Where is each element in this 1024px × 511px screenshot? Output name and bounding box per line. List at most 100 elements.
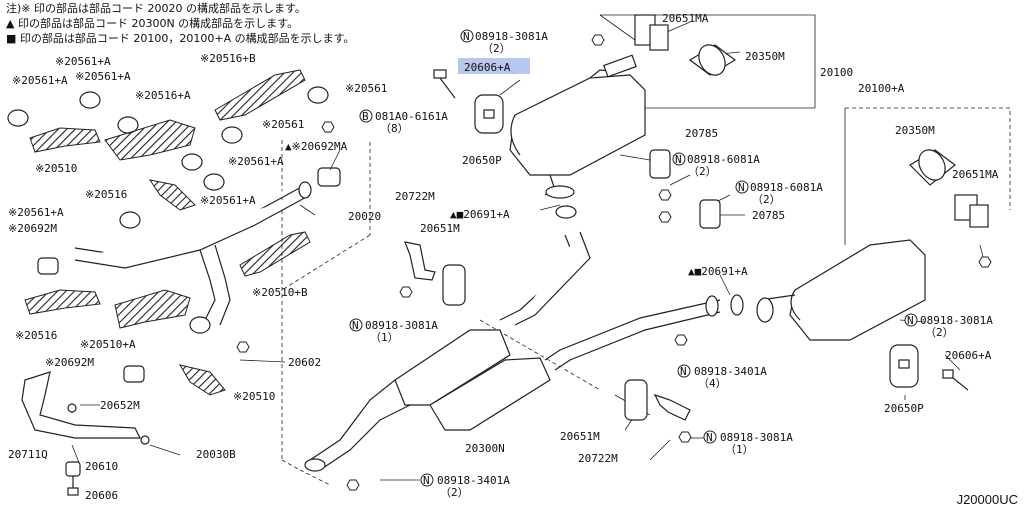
svg-text:N: N [463, 30, 470, 43]
label-20020[interactable]: 20020 [348, 210, 381, 223]
symbol-circles [349, 29, 918, 487]
label-08918-3081A[interactable]: 08918-3081A [920, 314, 993, 327]
svg-text:N: N [907, 314, 914, 327]
clamps-20561 [7, 86, 329, 229]
label-20692M[interactable]: ※20692M [45, 356, 94, 369]
rubber-mount-20650P-top [474, 94, 504, 134]
label-20722M[interactable]: 20722M [578, 452, 618, 465]
label-08918-3401A[interactable]: 08918-3401A [694, 365, 767, 378]
label-08918-6081A[interactable]: 08918-6081A [750, 181, 823, 194]
label-20651M[interactable]: 20651M [560, 430, 600, 443]
label-20602[interactable]: 20602 [288, 356, 321, 369]
label-20785[interactable]: 20785 [685, 127, 718, 140]
label-20516[interactable]: ※20516 [85, 188, 127, 201]
label-20785[interactable]: 20785 [752, 209, 785, 222]
note-line-3: ■ 印の部品は部品コード 20100，20100+A の構成部品を示します。 [6, 32, 355, 45]
label-20350M[interactable]: 20350M [895, 124, 935, 137]
part-labels: 20651MA 08918-3081A （2） 20606+A 20350M 2… [8, 12, 999, 502]
svg-text:N: N [680, 365, 687, 378]
label-20510A[interactable]: ※20510+A [80, 338, 136, 351]
label-20516B[interactable]: ※20516+B [200, 52, 256, 65]
label-20510[interactable]: ※20510 [233, 390, 275, 403]
label-20691A[interactable]: ▲■20691+A [688, 265, 748, 278]
svg-text:N: N [352, 319, 359, 332]
bracket-20722M-a [404, 241, 436, 281]
label-20711Q[interactable]: 20711Q [8, 448, 48, 461]
label-20650P[interactable]: 20650P [884, 402, 924, 415]
svg-text:N: N [675, 153, 682, 166]
label-20100A[interactable]: 20100+A [858, 82, 905, 95]
label-08918-3081A[interactable]: 08918-3081A [365, 319, 438, 332]
hanger-20785-b [699, 199, 721, 229]
muffler-tip-left [688, 44, 737, 76]
label-08918-6081A[interactable]: 08918-6081A [687, 153, 760, 166]
label-20722M[interactable]: 20722M [395, 190, 435, 203]
label-08918-3401A[interactable]: 08918-3401A [437, 474, 510, 487]
label-20510[interactable]: ※20510 [35, 162, 77, 175]
label-20561A[interactable]: ※20561+A [75, 70, 131, 83]
front-pipe-20020 [74, 181, 312, 334]
nuts [236, 34, 992, 491]
heat-shields [24, 69, 311, 396]
label-20510B[interactable]: ※20510+B [252, 286, 308, 299]
label-20561A[interactable]: ※20561+A [8, 206, 64, 219]
svg-text:（4）: （4） [698, 377, 727, 390]
label-20516[interactable]: ※20516 [15, 329, 57, 342]
main-muffler-20100 [509, 54, 646, 199]
label-20691A[interactable]: ▲■20691+A [450, 208, 510, 221]
svg-text:（2）: （2） [688, 165, 717, 178]
label-20516A[interactable]: ※20516+A [135, 89, 191, 102]
label-20350M[interactable]: 20350M [745, 50, 785, 63]
svg-text:（1）: （1） [725, 443, 754, 456]
rubber-mount-20650P-bottom [889, 344, 919, 388]
label-20561[interactable]: ※20561 [345, 82, 387, 95]
label-20030B[interactable]: 20030B [196, 448, 236, 461]
label-20610[interactable]: 20610 [85, 460, 118, 473]
muffler-20100A [756, 239, 926, 341]
label-20651MA[interactable]: 20651MA [662, 12, 709, 25]
svg-text:（2）: （2） [752, 193, 781, 206]
svg-text:B: B [362, 110, 369, 123]
svg-text:（1）: （1） [370, 331, 399, 344]
gaskets [37, 167, 744, 383]
catalog-code: J20000UC [956, 492, 1018, 507]
svg-text:（2）: （2） [440, 486, 469, 499]
label-20561A[interactable]: ※20561+A [200, 194, 256, 207]
label-20561A[interactable]: ※20561+A [55, 55, 111, 68]
label-08918-3081A[interactable]: 08918-3081A [475, 30, 548, 43]
bracket-20722M-b [653, 393, 691, 421]
hanger-20651MA-right [954, 194, 989, 228]
support-bar-20711Q [21, 371, 150, 496]
svg-text:N: N [423, 474, 430, 487]
highlight-box [458, 58, 530, 74]
label-20652M[interactable]: 20652M [100, 399, 140, 412]
label-20692M[interactable]: ※20692M [8, 222, 57, 235]
hanger-20651M-a [442, 264, 466, 306]
label-20651MA[interactable]: 20651MA [952, 168, 999, 181]
note-line-1: 注)※ 印の部品は部品コード 20020 の構成部品を示します。 [6, 2, 306, 15]
symbol-letters: N B N N N N N N N [352, 30, 914, 487]
label-081A0-6161A[interactable]: 081A0-6161A [375, 110, 448, 123]
bolt-20606A [433, 69, 456, 99]
label-20692MA[interactable]: ▲※20692MA [285, 140, 348, 153]
label-20606[interactable]: 20606 [85, 489, 118, 502]
label-20561A[interactable]: ※20561+A [12, 74, 68, 87]
label-20606A-highlighted[interactable]: 20606+A [464, 61, 511, 74]
label-20100[interactable]: 20100 [820, 66, 853, 79]
label-20650P[interactable]: 20650P [462, 154, 502, 167]
note-line-2: ▲ 印の部品は部品コード 20300N の構成部品を示します。 [6, 17, 299, 30]
label-20606A[interactable]: 20606+A [945, 349, 992, 362]
label-20561A[interactable]: ※20561+A [228, 155, 284, 168]
svg-text:N: N [706, 431, 713, 444]
hanger-20651MA-top [634, 14, 669, 51]
label-20651M[interactable]: 20651M [420, 222, 460, 235]
center-pipe-20300N [304, 231, 721, 472]
label-08918-3081A[interactable]: 08918-3081A [720, 431, 793, 444]
svg-text:（2）: （2） [925, 326, 954, 339]
hanger-20785-a [649, 149, 671, 179]
label-20300N[interactable]: 20300N [465, 442, 505, 455]
svg-text:（2）: （2） [482, 42, 511, 55]
label-20561[interactable]: ※20561 [262, 118, 304, 131]
